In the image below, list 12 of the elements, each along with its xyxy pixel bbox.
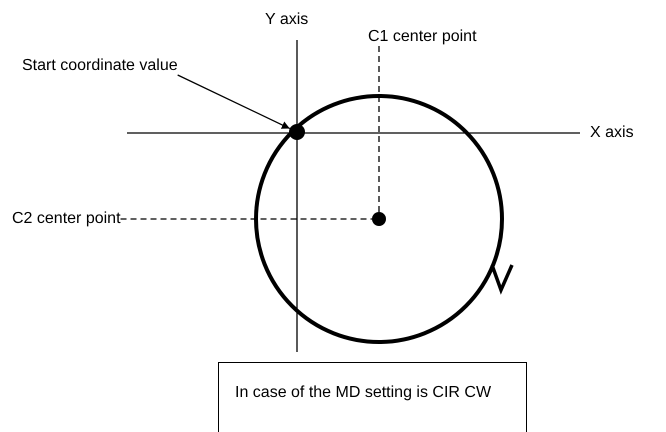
callout-text: Start coordinate value — [22, 57, 178, 75]
leader-line — [177, 74, 290, 130]
leader-line — [120, 218, 372, 220]
leader-line — [378, 46, 380, 212]
callout-text: C1 center point — [368, 28, 477, 46]
callout-text: C2 center point — [12, 210, 121, 228]
start-point-dot — [289, 124, 305, 140]
axis-label: Y axis — [265, 11, 308, 29]
note-box — [218, 362, 527, 432]
note-text: In case of the MD setting is CIR CW — [235, 384, 492, 402]
center-point-dot — [372, 212, 386, 226]
axis-label: X axis — [590, 124, 634, 142]
